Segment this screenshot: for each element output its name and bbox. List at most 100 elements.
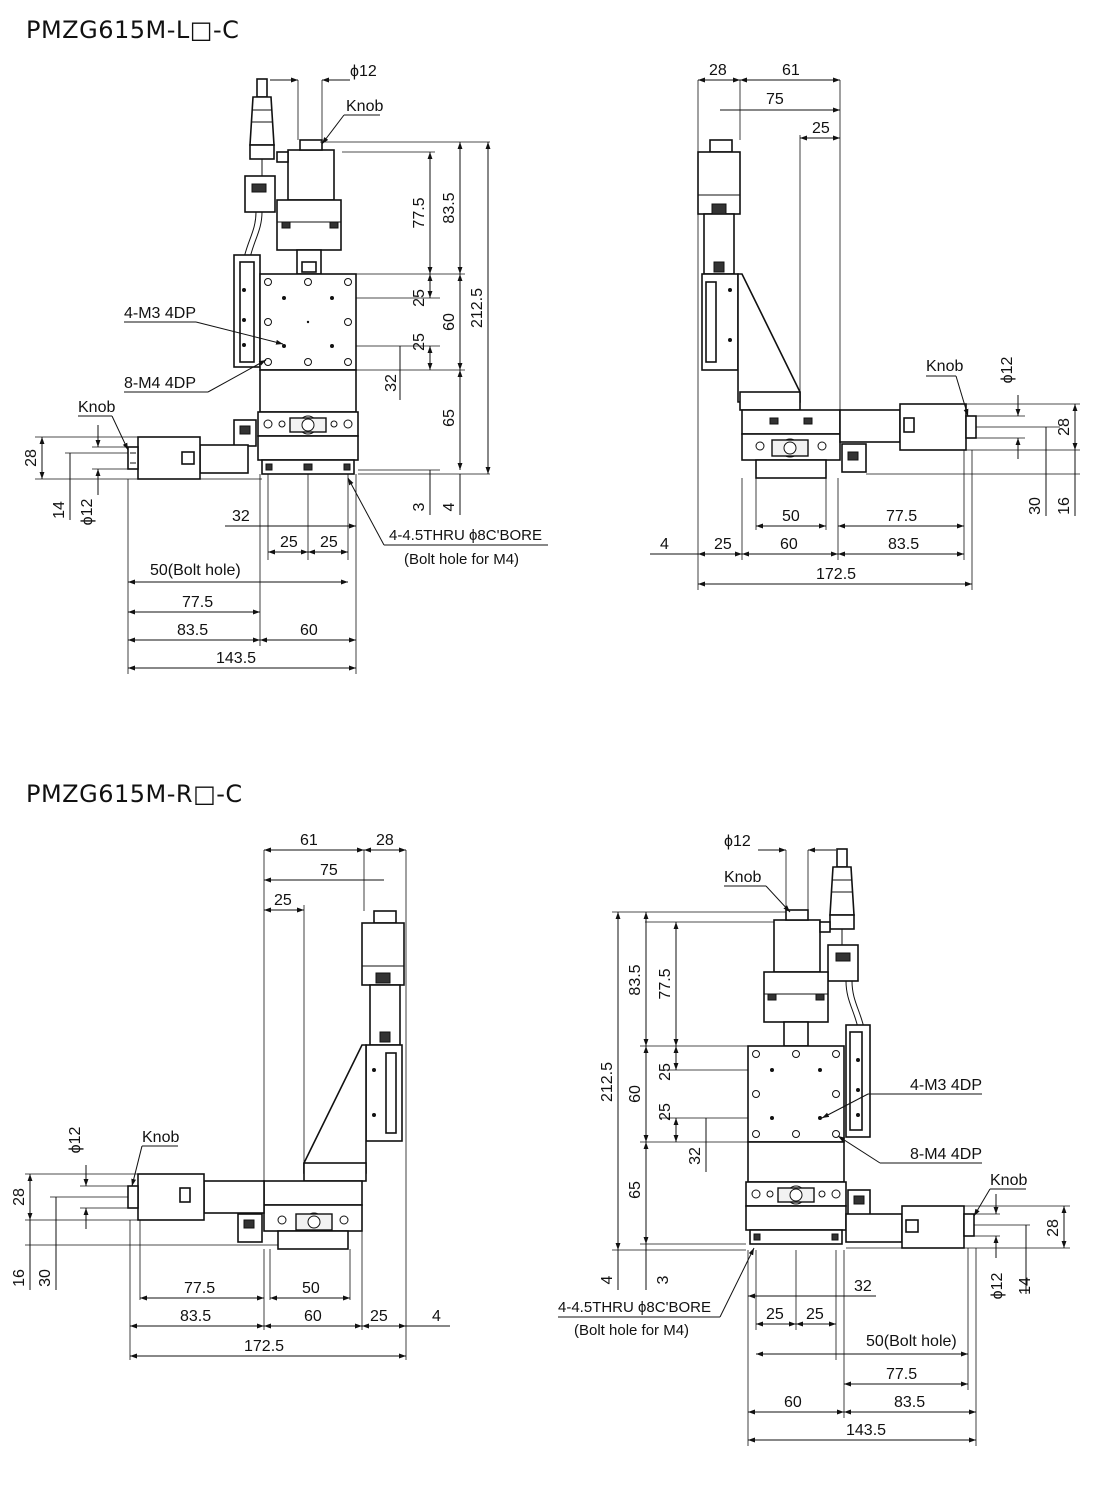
dim-143-5-h: 143.5 (846, 1422, 886, 1439)
dim-30-v: 30 (1027, 497, 1044, 515)
label-bolt-hole-50: 50(Bolt hole) (150, 562, 241, 579)
dim-50-h: 50 (302, 1280, 320, 1297)
dim-50-h: 50 (782, 508, 800, 525)
dim-25-b: 25 (657, 1103, 674, 1121)
label-knob-side: Knob (990, 1172, 1027, 1189)
knob-side-icon (127, 1185, 139, 1209)
dim-83-5-v: 83.5 (627, 964, 644, 995)
dim-4-h: 4 (432, 1308, 441, 1325)
dim-77-5-h: 77.5 (886, 508, 917, 525)
dim-25-h: 25 (812, 120, 830, 137)
dim-75-h: 75 (766, 91, 784, 108)
knob-side-icon (963, 1213, 975, 1237)
dim-65-v: 65 (627, 1181, 644, 1199)
stage-base-lower (755, 459, 827, 479)
stage-base-lower (745, 1205, 847, 1231)
dim-28-v: 28 (11, 1188, 28, 1206)
dim-75-h: 75 (320, 862, 338, 879)
dim-60-v: 60 (627, 1085, 644, 1103)
knob-side-icon (127, 446, 139, 470)
label-m3: 4-M3 4DP (124, 305, 196, 322)
dim-28-v: 28 (1045, 1219, 1062, 1237)
label-knob-top: Knob (724, 869, 761, 886)
knob-top-icon (299, 139, 323, 151)
label-thru-bore: 4-4.5THRU ϕ8C'BORE (389, 527, 542, 544)
view-right-side: 61 28 75 25 Knob ϕ12 28 16 30 (11, 832, 450, 1360)
dim-25-h1: 25 (766, 1306, 784, 1323)
dim-32-v: 32 (383, 374, 400, 392)
dim-32-h: 32 (232, 508, 250, 525)
dim-172-5-h: 172.5 (244, 1338, 284, 1355)
dim-16-v: 16 (1056, 497, 1073, 515)
dimensions-view4: ϕ12 Knob 212.5 83.5 77.5 60 25 25 (558, 833, 1070, 1446)
label-knob-side: Knob (142, 1129, 179, 1146)
dim-25-h1: 25 (280, 534, 298, 551)
dim-25-b: 25 (411, 333, 428, 351)
stage-base-upper (741, 409, 841, 435)
label-bolt-m4: (Bolt hole for M4) (404, 551, 519, 568)
dim-25-h2: 25 (806, 1306, 824, 1323)
dim-30-v: 30 (37, 1269, 54, 1287)
dim-28-h: 28 (709, 62, 727, 79)
label-knob-top: Knob (346, 98, 383, 115)
connector-icon (829, 848, 855, 945)
dim-77-5-v: 77.5 (657, 968, 674, 999)
dim-83-5-h: 83.5 (888, 536, 919, 553)
dim-25-a: 25 (411, 289, 428, 307)
dim-172-5-h: 172.5 (816, 566, 856, 583)
dim-77-5-v: 77.5 (411, 197, 428, 228)
title-right-hand-model: PMZG615M-R□-C (26, 780, 243, 808)
dim-4-h: 4 (660, 536, 669, 553)
dim-83-5-h: 83.5 (180, 1308, 211, 1325)
dim-phi12-side: ϕ12 (79, 499, 96, 526)
dimensions-view3: 61 28 75 25 Knob ϕ12 28 16 30 (11, 832, 450, 1360)
dim-77-5-h: 77.5 (886, 1366, 917, 1383)
motor-body (773, 919, 821, 973)
label-m4: 8-M4 4DP (910, 1146, 982, 1163)
view-right-front: ϕ12 Knob 212.5 83.5 77.5 60 25 25 (558, 833, 1070, 1446)
dim-phi12-side: ϕ12 (67, 1127, 84, 1154)
dim-25-h2: 25 (320, 534, 338, 551)
dim-77-5-h: 77.5 (182, 594, 213, 611)
dim-83-5-h: 83.5 (894, 1394, 925, 1411)
dim-14-v: 14 (1017, 1277, 1034, 1295)
label-bolt-hole-50: 50(Bolt hole) (866, 1333, 957, 1350)
dim-60-h: 60 (784, 1394, 802, 1411)
knob-top-icon (373, 910, 397, 924)
angle-bracket (303, 1044, 367, 1174)
label-m4: 8-M4 4DP (124, 375, 196, 392)
stage-top-table (747, 1045, 845, 1143)
dim-212-5-v: 212.5 (599, 1062, 616, 1102)
view-left-front: ϕ12 Knob 77.5 83.5 212.5 25 25 60 (23, 63, 548, 674)
x-motor-body (137, 1173, 205, 1221)
mount-holes (752, 1050, 840, 1138)
label-knob-side: Knob (78, 399, 115, 416)
label-bolt-m4: (Bolt hole for M4) (574, 1322, 689, 1339)
motor-body (287, 149, 335, 201)
dim-143-5-h: 143.5 (216, 650, 256, 667)
dim-60-h: 60 (780, 536, 798, 553)
knob-top-icon (709, 139, 733, 153)
dim-3-v: 3 (411, 502, 428, 511)
label-knob-side: Knob (926, 358, 963, 375)
sensor-bracket (244, 175, 276, 213)
knob-top-icon (785, 909, 809, 921)
dim-25-h2: 25 (370, 1308, 388, 1325)
dim-25-a: 25 (657, 1063, 674, 1081)
dim-83-5-v: 83.5 (441, 192, 458, 223)
connector-icon (249, 78, 275, 176)
stage-base-lower (277, 1230, 349, 1250)
dim-phi12-side: ϕ12 (999, 357, 1016, 384)
sensor-bracket (827, 944, 859, 982)
dim-65-v: 65 (441, 409, 458, 427)
label-thru-bore: 4-4.5THRU ϕ8C'BORE (558, 1299, 711, 1316)
dim-phi12-side: ϕ12 (989, 1273, 1006, 1300)
title-left-hand-model: PMZG615M-L□-C (26, 16, 240, 44)
dim-32-h: 32 (854, 1278, 872, 1295)
label-m3: 4-M3 4DP (910, 1077, 982, 1094)
dim-28-v: 28 (1056, 418, 1073, 436)
dim-phi12-motor: ϕ12 (350, 63, 377, 80)
dim-4-v: 4 (599, 1275, 616, 1284)
dim-phi12-motor: ϕ12 (724, 833, 751, 850)
